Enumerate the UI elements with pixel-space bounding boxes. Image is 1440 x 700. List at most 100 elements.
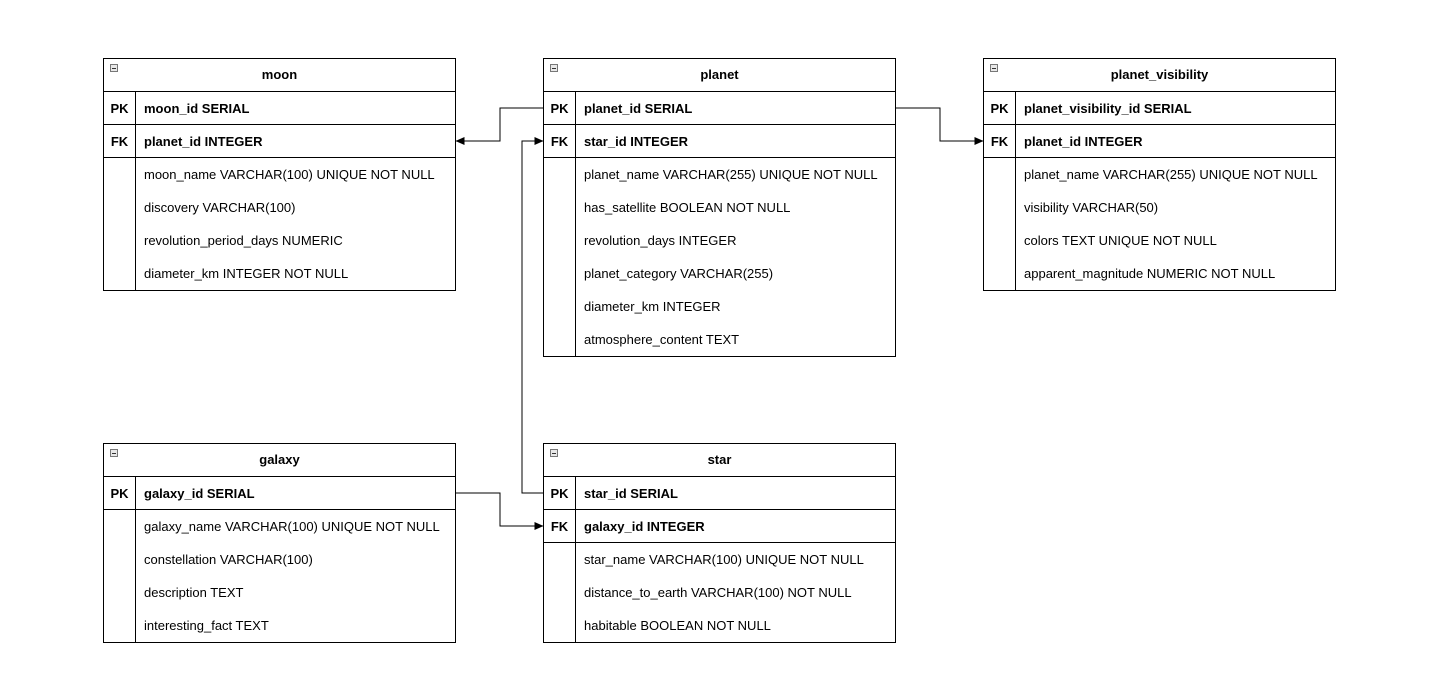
key-label: PK: [544, 92, 576, 124]
table-header[interactable]: galaxy: [104, 444, 455, 477]
key-label: PK: [544, 477, 576, 509]
relation-star-to-planet[interactable]: [521, 137, 544, 494]
collapse-icon[interactable]: [990, 64, 998, 72]
table-title: galaxy: [259, 452, 300, 467]
table-star[interactable]: star PK star_id SERIAL FK galaxy_id INTE…: [543, 443, 896, 643]
attribute-row[interactable]: description TEXT: [104, 576, 455, 609]
key-field: galaxy_id INTEGER: [584, 518, 705, 534]
attribute-row[interactable]: revolution_days INTEGER: [544, 224, 895, 257]
attribute-row[interactable]: has_satellite BOOLEAN NOT NULL: [544, 191, 895, 224]
attribute-field: atmosphere_content TEXT: [584, 332, 740, 347]
attribute-field: discovery VARCHAR(100): [144, 200, 296, 215]
key-column-spacer: [104, 510, 136, 642]
collapse-icon[interactable]: [550, 64, 558, 72]
table-planet-visibility[interactable]: planet_visibility PK planet_visibility_i…: [983, 58, 1336, 291]
collapse-icon[interactable]: [110, 449, 118, 457]
attribute-field: distance_to_earth VARCHAR(100) NOT NULL: [584, 585, 852, 600]
attribute-row[interactable]: atmosphere_content TEXT: [544, 323, 895, 356]
key-field: moon_id SERIAL: [144, 100, 250, 116]
key-label: PK: [104, 92, 136, 124]
attribute-row[interactable]: star_name VARCHAR(100) UNIQUE NOT NULL: [544, 543, 895, 576]
attribute-field: colors TEXT UNIQUE NOT NULL: [1024, 233, 1217, 248]
attribute-list: moon_name VARCHAR(100) UNIQUE NOT NULL d…: [104, 158, 455, 290]
key-field: planet_id SERIAL: [584, 100, 693, 116]
attribute-field: visibility VARCHAR(50): [1024, 200, 1159, 215]
attribute-row[interactable]: galaxy_name VARCHAR(100) UNIQUE NOT NULL: [104, 510, 455, 543]
table-header[interactable]: planet: [544, 59, 895, 92]
relation-galaxy-to-star[interactable]: [456, 492, 544, 530]
attribute-field: has_satellite BOOLEAN NOT NULL: [584, 200, 791, 215]
attribute-field: galaxy_name VARCHAR(100) UNIQUE NOT NULL: [144, 519, 440, 534]
attribute-row[interactable]: habitable BOOLEAN NOT NULL: [544, 609, 895, 642]
attribute-list: star_name VARCHAR(100) UNIQUE NOT NULL d…: [544, 543, 895, 642]
key-row-pk[interactable]: PK star_id SERIAL: [544, 477, 895, 510]
attribute-row[interactable]: interesting_fact TEXT: [104, 609, 455, 642]
key-field: planet_visibility_id SERIAL: [1024, 100, 1192, 116]
key-row-fk[interactable]: FK planet_id INTEGER: [984, 125, 1335, 158]
key-label: PK: [104, 477, 136, 509]
table-title: planet_visibility: [1110, 67, 1209, 82]
key-row-pk[interactable]: PK moon_id SERIAL: [104, 92, 455, 125]
attribute-field: star_name VARCHAR(100) UNIQUE NOT NULL: [584, 552, 864, 567]
attribute-field: apparent_magnitude NUMERIC NOT NULL: [1024, 266, 1276, 281]
attribute-row[interactable]: constellation VARCHAR(100): [104, 543, 455, 576]
attribute-list: planet_name VARCHAR(255) UNIQUE NOT NULL…: [544, 158, 895, 356]
key-column-spacer: [104, 158, 136, 290]
collapse-icon[interactable]: [550, 449, 558, 457]
table-header[interactable]: star: [544, 444, 895, 477]
table-planet[interactable]: planet PK planet_id SERIAL FK star_id IN…: [543, 58, 896, 357]
attribute-row[interactable]: apparent_magnitude NUMERIC NOT NULL: [984, 257, 1335, 290]
key-field: star_id SERIAL: [584, 485, 678, 501]
table-moon[interactable]: moon PK moon_id SERIAL FK planet_id INTE…: [103, 58, 456, 291]
table-header[interactable]: planet_visibility: [984, 59, 1335, 92]
key-label: PK: [984, 92, 1016, 124]
key-label: FK: [544, 125, 576, 157]
table-title: planet: [700, 67, 739, 82]
attribute-list: planet_name VARCHAR(255) UNIQUE NOT NULL…: [984, 158, 1335, 290]
key-label: FK: [544, 510, 576, 542]
attribute-field: description TEXT: [144, 585, 244, 600]
attribute-row[interactable]: planet_category VARCHAR(255): [544, 257, 895, 290]
attribute-field: diameter_km INTEGER NOT NULL: [144, 266, 349, 281]
key-row-pk[interactable]: PK galaxy_id SERIAL: [104, 477, 455, 510]
table-galaxy[interactable]: galaxy PK galaxy_id SERIAL galaxy_name V…: [103, 443, 456, 643]
key-row-fk[interactable]: FK galaxy_id INTEGER: [544, 510, 895, 543]
relation-planet-to-planet-visibility[interactable]: [896, 107, 984, 145]
key-column-spacer: [984, 158, 1016, 290]
attribute-row[interactable]: visibility VARCHAR(50): [984, 191, 1335, 224]
key-field: planet_id INTEGER: [144, 133, 263, 149]
key-row-pk[interactable]: PK planet_id SERIAL: [544, 92, 895, 125]
collapse-icon[interactable]: [110, 64, 118, 72]
key-column-spacer: [544, 158, 576, 356]
attribute-field: constellation VARCHAR(100): [144, 552, 313, 567]
attribute-row[interactable]: diameter_km INTEGER NOT NULL: [104, 257, 455, 290]
attribute-row[interactable]: planet_name VARCHAR(255) UNIQUE NOT NULL: [544, 158, 895, 191]
key-row-fk[interactable]: FK planet_id INTEGER: [104, 125, 455, 158]
key-field: galaxy_id SERIAL: [144, 485, 255, 501]
attribute-field: planet_name VARCHAR(255) UNIQUE NOT NULL: [1024, 167, 1318, 182]
attribute-field: revolution_days INTEGER: [584, 233, 737, 248]
attribute-row[interactable]: diameter_km INTEGER: [544, 290, 895, 323]
attribute-row[interactable]: distance_to_earth VARCHAR(100) NOT NULL: [544, 576, 895, 609]
table-title: star: [707, 452, 732, 467]
attribute-row[interactable]: revolution_period_days NUMERIC: [104, 224, 455, 257]
attribute-row[interactable]: colors TEXT UNIQUE NOT NULL: [984, 224, 1335, 257]
attribute-row[interactable]: planet_name VARCHAR(255) UNIQUE NOT NULL: [984, 158, 1335, 191]
relation-planet-to-moon[interactable]: [455, 107, 543, 145]
attribute-field: planet_name VARCHAR(255) UNIQUE NOT NULL: [584, 167, 878, 182]
key-row-pk[interactable]: PK planet_visibility_id SERIAL: [984, 92, 1335, 125]
attribute-field: planet_category VARCHAR(255): [584, 266, 774, 281]
attribute-field: habitable BOOLEAN NOT NULL: [584, 618, 771, 633]
table-header[interactable]: moon: [104, 59, 455, 92]
key-column-spacer: [544, 543, 576, 642]
table-title: moon: [261, 67, 298, 82]
attribute-field: interesting_fact TEXT: [144, 618, 269, 633]
attribute-row[interactable]: discovery VARCHAR(100): [104, 191, 455, 224]
key-label: FK: [984, 125, 1016, 157]
attribute-field: revolution_period_days NUMERIC: [144, 233, 343, 248]
attribute-field: moon_name VARCHAR(100) UNIQUE NOT NULL: [144, 167, 435, 182]
key-row-fk[interactable]: FK star_id INTEGER: [544, 125, 895, 158]
attribute-list: galaxy_name VARCHAR(100) UNIQUE NOT NULL…: [104, 510, 455, 642]
attribute-row[interactable]: moon_name VARCHAR(100) UNIQUE NOT NULL: [104, 158, 455, 191]
